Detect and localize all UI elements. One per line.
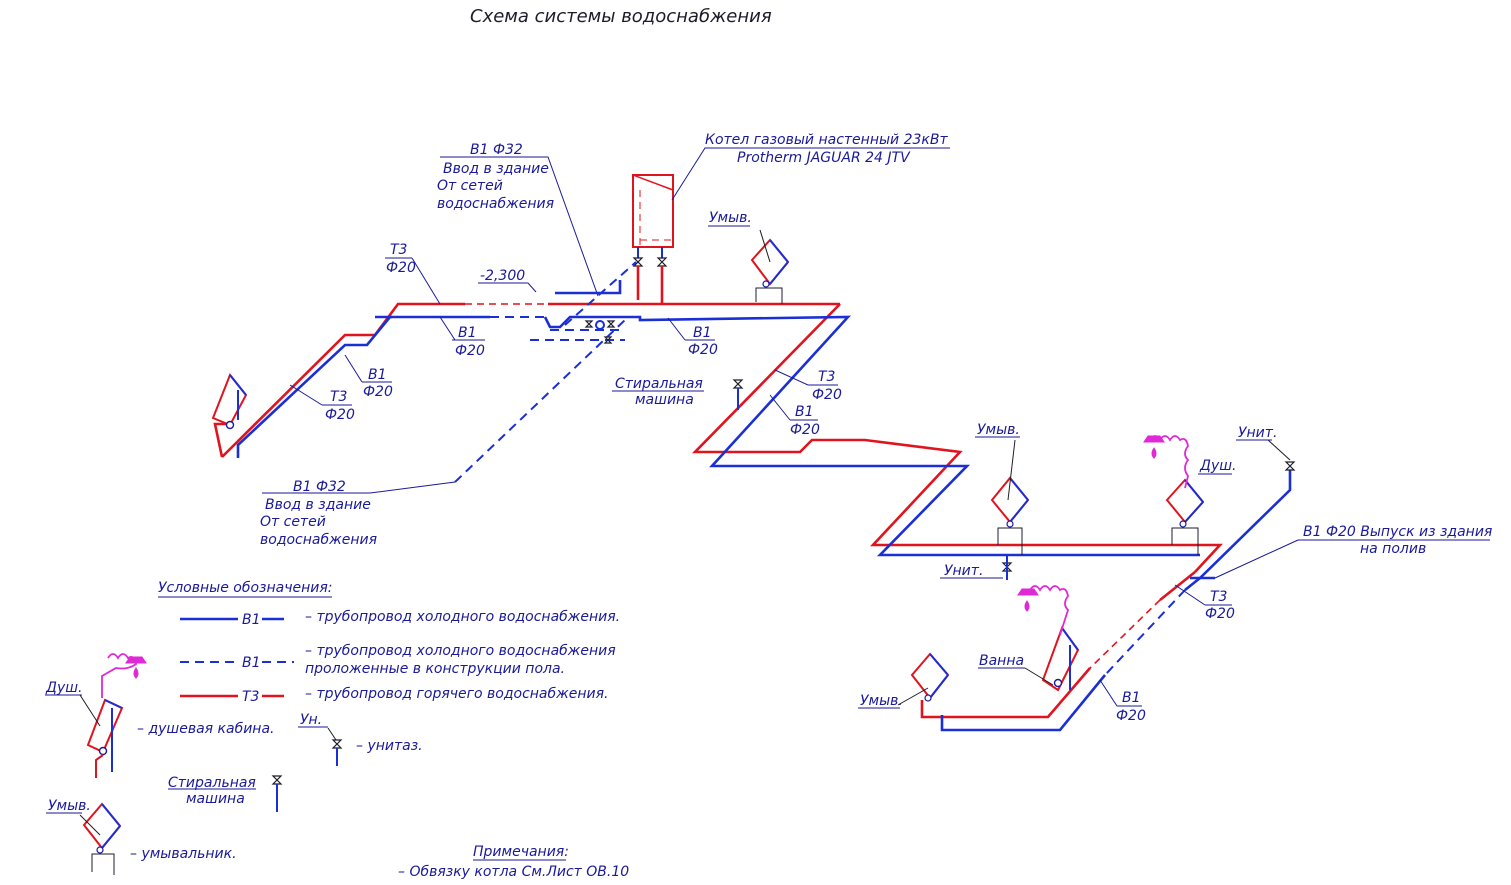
svg-text:Т3: Т3 (818, 369, 835, 385)
scheme-title: Схема системы водоснабжения (470, 6, 772, 27)
pipe-label-b1-left: В1 Ф20 (344, 354, 393, 400)
inlet-top-line2: От сетей (437, 178, 503, 194)
svg-text:Ф20: Ф20 (455, 343, 485, 359)
washbasin-top-label: Умыв. (709, 210, 752, 226)
hot-water-pipe-lower (920, 570, 1196, 719)
legend-toilet-desc: – унитаз. (356, 738, 423, 754)
bath-icon (1017, 585, 1080, 692)
svg-text:Ф20: Ф20 (790, 422, 820, 438)
inlet-top-pipe: В1 Ф32 (470, 142, 523, 158)
inlet-bottom-line3: водоснабжения (260, 532, 377, 548)
notes-text: – Обвязку котла См.Лист ОВ.10 (398, 864, 629, 880)
outlet-label-1: В1 Ф20 Выпуск из здания (1303, 524, 1492, 540)
washbasin-mid-icon (990, 439, 1030, 555)
pipe-label-b1-diag: В1 Ф20 (769, 394, 820, 438)
washing-machine-label-1: Стиральная (615, 376, 703, 392)
shower-label: Душ. (1199, 458, 1236, 474)
svg-text:Ф20: Ф20 (1205, 606, 1235, 622)
pipe-label-t3-top: Т3 Ф20 (385, 242, 441, 305)
svg-text:Ф20: Ф20 (363, 384, 393, 400)
legend-b1-code: В1 (242, 612, 261, 628)
legend-wm-label-2: машина (186, 791, 245, 807)
pipe-label-t3-right: Т3 Ф20 (1174, 584, 1235, 622)
inlet-top-line3: водоснабжения (437, 196, 554, 212)
notes-title: Примечания: (473, 844, 569, 860)
inlet-bottom-line1: Ввод в здание (265, 497, 371, 513)
washbasin-low-label: Умыв. (860, 693, 903, 709)
svg-text:В1: В1 (458, 325, 477, 341)
svg-text:Т3: Т3 (330, 389, 347, 405)
legend-b1-desc: – трубопровод холодного водоснабжения. (305, 609, 620, 625)
svg-text:Ф20: Ф20 (688, 342, 718, 358)
svg-text:Ф20: Ф20 (812, 387, 842, 403)
legend-title: Условные обозначения: (158, 580, 332, 596)
svg-text:Ф20: Ф20 (325, 407, 355, 423)
legend-toilet-label: Ун. (300, 712, 322, 728)
outlet-leader (1214, 539, 1299, 579)
legend-t3-desc: – трубопровод горячего водоснабжения. (305, 686, 609, 702)
toilet-right-icon (1267, 439, 1296, 471)
cold-water-pipe-lower (940, 470, 1292, 732)
washbasin-top-icon (750, 229, 790, 304)
washbasin-low-icon (897, 652, 950, 706)
legend-shower-icon (79, 653, 147, 778)
shower-icon (1143, 435, 1205, 555)
washing-machine-valve (732, 379, 744, 410)
svg-text:В1: В1 (795, 404, 814, 420)
boiler-leader (671, 147, 950, 201)
water-meter-node (584, 320, 616, 344)
legend-washbasin-icon (79, 802, 122, 875)
legend-b1-floor-desc-1: – трубопровод холодного водоснабжения (305, 643, 616, 659)
boiler-label-line1: Котел газовый настенный 23кВт (705, 132, 948, 148)
level-mark-leader (478, 282, 537, 293)
washing-machine-label-2: машина (635, 392, 694, 408)
pipe-label-b1-center: В1 Ф20 (667, 317, 718, 358)
legend-shower-desc: – душевая кабина. (137, 721, 275, 737)
svg-text:Т3: Т3 (390, 242, 407, 258)
inlet-top-leader (440, 156, 599, 297)
left-fixture-icon (211, 373, 248, 430)
cold-floor-pipes (454, 261, 637, 483)
toilet-mid-icon (1001, 556, 1013, 580)
toilet-mid-label: Унит. (944, 563, 983, 579)
inlet-bottom-leader (262, 481, 456, 494)
notes: Примечания: – Обвязку котла См.Лист ОВ.1… (398, 844, 629, 880)
legend: Условные обозначения: В1 – трубопровод х… (45, 580, 620, 875)
svg-text:Ф20: Ф20 (1116, 708, 1146, 724)
toilet-right-label: Унит. (1238, 425, 1277, 441)
outlet-label-2: на полив (1360, 541, 1426, 557)
svg-text:Т3: Т3 (1210, 589, 1227, 605)
legend-toilet-icon (327, 727, 343, 766)
svg-text:В1: В1 (693, 325, 712, 341)
legend-wm-label-1: Стиральная (168, 775, 256, 791)
bath-label: Ванна (979, 653, 1024, 669)
gas-boiler (632, 174, 674, 304)
legend-b1-floor-desc-2: проложенные в конструкции пола. (305, 661, 565, 677)
washbasin-mid-label: Умыв. (977, 422, 1020, 438)
pipe-label-t3-diag: Т3 Ф20 (774, 369, 842, 403)
pipe-label-t3-left: Т3 Ф20 (289, 384, 355, 423)
svg-text:В1: В1 (1122, 690, 1141, 706)
pipe-label-b1-mid: В1 Ф20 (439, 316, 485, 359)
legend-wb-desc: – умывальник. (130, 846, 237, 862)
inlet-bottom-line2: От сетей (260, 514, 326, 530)
svg-text:Ф20: Ф20 (386, 260, 416, 276)
legend-t3-code: Т3 (242, 689, 259, 705)
legend-shower-label: Душ. (45, 680, 82, 696)
level-mark: -2,300 (480, 268, 525, 284)
legend-washing-machine-icon (271, 775, 283, 812)
svg-text:В1: В1 (368, 367, 387, 383)
inlet-top-line1: Ввод в здание (443, 161, 549, 177)
pipe-label-b1-right: В1 Ф20 (1099, 679, 1146, 724)
inlet-bottom-pipe: В1 Ф32 (293, 479, 346, 495)
cold-water-pipe-upper (236, 315, 1200, 557)
boiler-label-line2: Protherm JAGUAR 24 JTV (737, 150, 911, 166)
cold-inlet-stub (555, 280, 622, 295)
legend-wb-label: Умыв. (48, 798, 91, 814)
legend-b1-floor-code: В1 (242, 655, 261, 671)
